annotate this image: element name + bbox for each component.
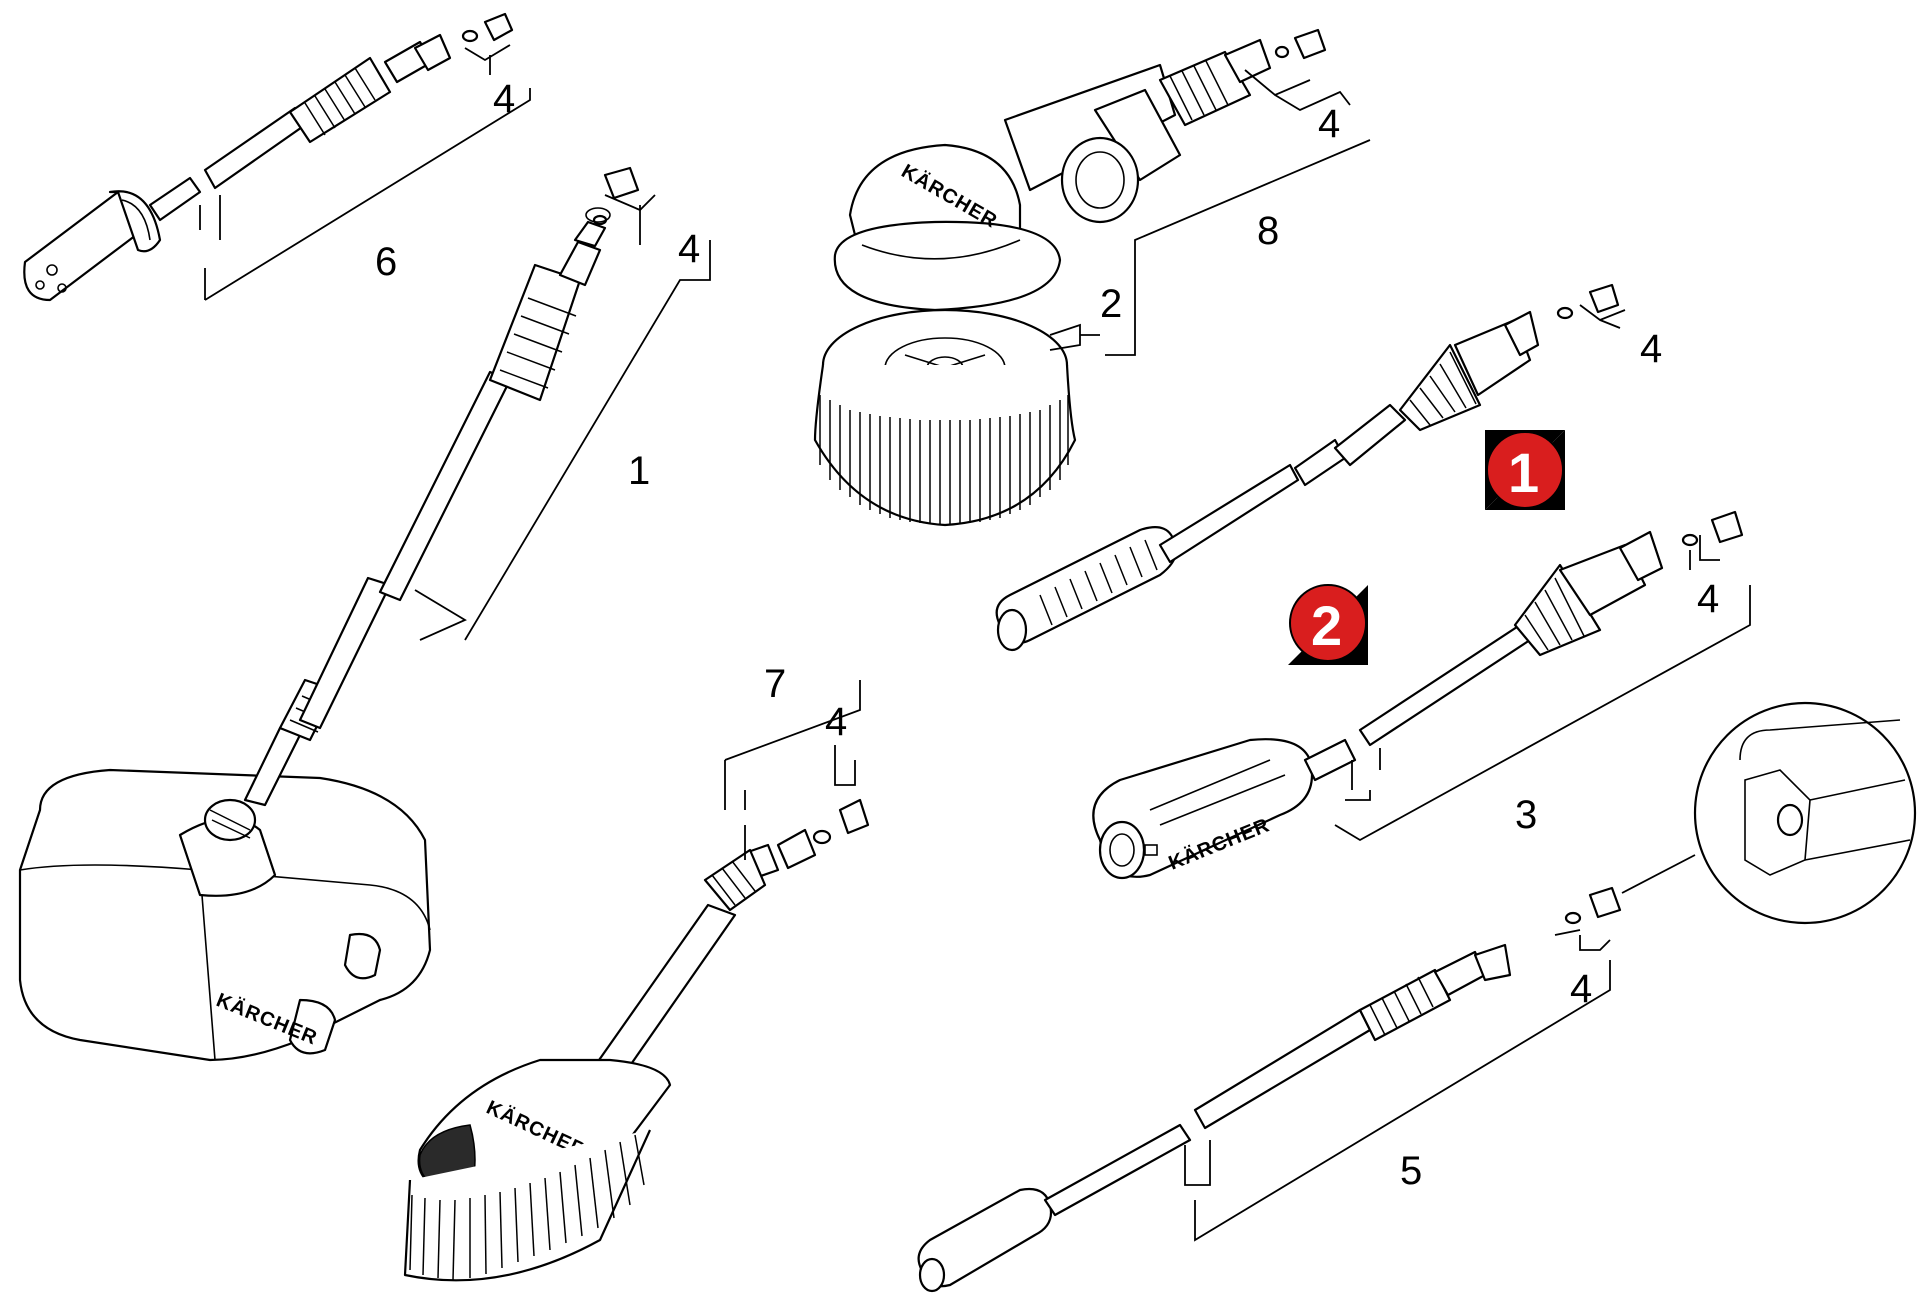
callout-4-a: 4: [493, 77, 515, 121]
callout-4-f: 4: [1570, 967, 1592, 1011]
badge-2-disc: [1289, 584, 1367, 662]
callout-6: 6: [375, 240, 397, 284]
rotary-nozzle-lance[interactable]: [23, 12, 531, 302]
hand-wash-brush[interactable]: KÄRCHER: [403, 680, 870, 1282]
callout-4-e: 4: [1697, 577, 1719, 621]
badge-2: 2: [1288, 584, 1368, 665]
badge-1-disc: [1486, 431, 1564, 509]
callout-1: 1: [628, 449, 650, 493]
callout-4-d: 4: [1640, 327, 1662, 371]
callout-5: 5: [1400, 1149, 1422, 1193]
badge-1: 1: [1485, 430, 1565, 510]
rotating-wash-brush[interactable]: KÄRCHER: [813, 28, 1371, 527]
callout-7: 7: [764, 662, 786, 706]
callout-8: 8: [1257, 209, 1279, 253]
callout-3: 3: [1515, 793, 1537, 837]
badge-1-label: 1: [1508, 441, 1539, 504]
surface-cleaner-with-lance[interactable]: KÄRCHER: [18, 166, 711, 1062]
connector-detail-magnifier: [1621, 701, 1917, 925]
badge-2-label: 2: [1311, 594, 1342, 657]
extension-lance[interactable]: [917, 886, 1622, 1293]
callout-4-g: 4: [825, 700, 847, 744]
callout-2: 2: [1100, 282, 1122, 326]
lance-with-karcher-handle[interactable]: KÄRCHER: [1092, 510, 1751, 880]
callout-4-b: 4: [678, 227, 700, 271]
lance-with-grip-handle[interactable]: [995, 283, 1626, 652]
callout-4-c: 4: [1318, 102, 1340, 146]
